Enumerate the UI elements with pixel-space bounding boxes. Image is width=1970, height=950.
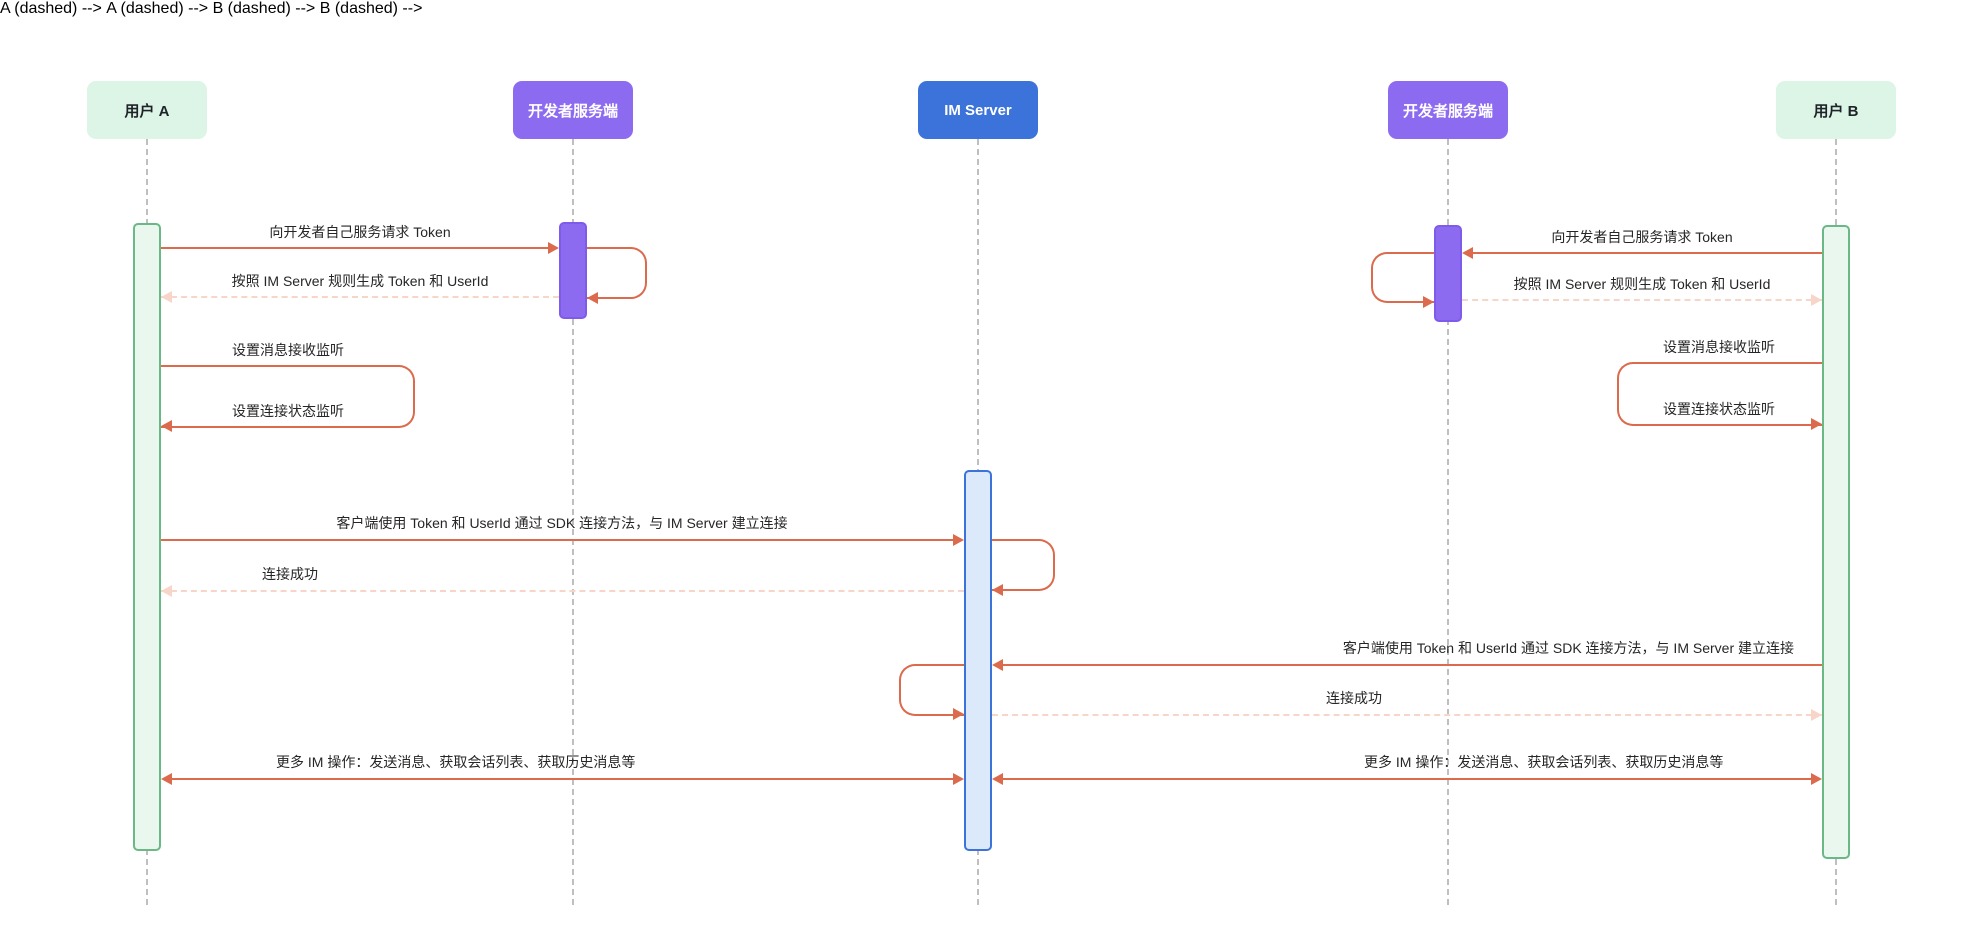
participant-header-dev-server-right: 开发者服务端	[1388, 81, 1508, 139]
message-line-request-token-right	[1473, 252, 1822, 254]
lifeline-dev-server-right	[1447, 139, 1449, 905]
message-label-connect-sdk-left: 客户端使用 Token 和 UserId 通过 SDK 连接方法，与 IM Se…	[336, 515, 788, 531]
message-label-more-ops-left: 更多 IM 操作：发送消息、获取会话列表、获取历史消息等	[276, 754, 636, 770]
self-loop-user-b-listeners	[1617, 362, 1822, 426]
self-loop-dev-server-right	[1371, 252, 1434, 303]
activation-bar-dev-server-right	[1434, 225, 1462, 322]
message-line-connect-success-left	[161, 590, 964, 592]
message-line-connect-success-right	[992, 714, 1822, 716]
arrowhead-right-icon	[1811, 773, 1822, 785]
message-label-more-ops-right: 更多 IM 操作：发送消息、获取会话列表、获取历史消息等	[1364, 754, 1724, 770]
arrowhead-left-icon	[587, 292, 598, 304]
arrowhead-left-icon	[161, 773, 172, 785]
arrowhead-right-icon	[953, 708, 964, 720]
message-line-request-token-left	[161, 247, 548, 249]
activation-bar-im-server	[964, 470, 992, 851]
message-label-set-message-listener-right: 设置消息接收监听	[1663, 339, 1775, 355]
message-line-more-ops-left	[172, 778, 953, 780]
self-loop-im-server-right	[992, 539, 1055, 591]
participant-header-dev-server-left: 开发者服务端	[513, 81, 633, 139]
lifeline-dev-server-left	[572, 139, 574, 905]
arrowhead-left-icon	[1462, 247, 1473, 259]
message-label-connect-sdk-right: 客户端使用 Token 和 UserId 通过 SDK 连接方法，与 IM Se…	[1342, 640, 1794, 656]
activation-bar-user-a	[133, 223, 161, 851]
self-loop-user-a-listeners	[161, 365, 415, 428]
arrowhead-left-faded-icon	[161, 585, 172, 597]
arrowhead-right-faded-icon	[1811, 709, 1822, 721]
arrowhead-left-icon	[992, 659, 1003, 671]
participant-header-im-server: IM Server	[918, 81, 1038, 139]
message-label-set-connection-listener-left: 设置连接状态监听	[232, 403, 344, 419]
message-label-set-message-listener-left: 设置消息接收监听	[232, 342, 344, 358]
message-line-generate-token-left	[161, 296, 559, 298]
message-line-connect-sdk-left	[161, 539, 953, 541]
message-label-set-connection-listener-right: 设置连接状态监听	[1663, 401, 1775, 417]
arrowhead-left-icon	[161, 420, 172, 432]
message-label-request-token-left: 向开发者自己服务请求 Token	[269, 224, 451, 240]
message-line-more-ops-right	[1003, 778, 1811, 780]
message-label-connect-success-right: 连接成功	[1326, 690, 1382, 706]
arrowhead-right-icon	[953, 534, 964, 546]
participant-header-user-b: 用户 B	[1776, 81, 1896, 139]
activation-bar-user-b	[1822, 225, 1850, 859]
arrowhead-right-icon	[1423, 296, 1434, 308]
participant-header-user-a: 用户 A	[87, 81, 207, 139]
arrowhead-left-faded-icon	[161, 291, 172, 303]
arrowhead-left-icon	[992, 584, 1003, 596]
message-label-request-token-right: 向开发者自己服务请求 Token	[1551, 229, 1733, 245]
message-line-generate-token-right	[1462, 299, 1822, 301]
arrowhead-right-icon	[1811, 418, 1822, 430]
message-label-generate-token-right: 按照 IM Server 规则生成 Token 和 UserId	[1513, 276, 1771, 292]
arrowhead-left-icon	[992, 773, 1003, 785]
self-loop-dev-server-left	[587, 247, 647, 299]
self-loop-im-server-left	[899, 664, 964, 716]
arrowhead-right-icon	[953, 773, 964, 785]
arrowhead-right-icon	[548, 242, 559, 254]
activation-bar-dev-server-left	[559, 222, 587, 319]
message-label-generate-token-left: 按照 IM Server 规则生成 Token 和 UserId	[231, 273, 489, 289]
message-label-connect-success-left: 连接成功	[262, 566, 318, 582]
message-line-connect-sdk-right	[1003, 664, 1822, 666]
arrowhead-right-faded-icon	[1811, 294, 1822, 306]
